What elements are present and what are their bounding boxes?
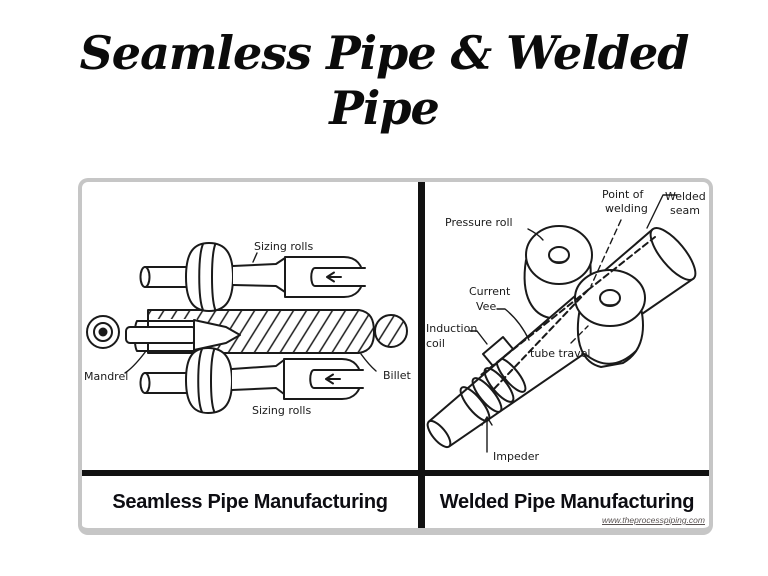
billet-cross-section <box>374 314 408 348</box>
mandrel-leader <box>124 350 147 374</box>
vertical-divider <box>418 182 425 528</box>
sizing-roll-top-assembly <box>139 242 366 312</box>
pierced-billet-cross-section <box>86 315 120 349</box>
seamless-pipe-drawing: Sizing rolls Mandrel Billet Sizing rolls <box>84 240 411 417</box>
label-sizing-rolls-bottom: Sizing rolls <box>252 404 311 417</box>
source-website: www.theprocesspiping.com <box>602 515 705 525</box>
label-welded-seam-2: seam <box>670 204 700 217</box>
mandrel-assembly <box>125 319 241 352</box>
label-induction-coil-1: Induction <box>426 322 477 335</box>
label-impeder: Impeder <box>493 450 539 463</box>
welded-pipe-drawing: Pressure roll Point of welding Welded se… <box>426 188 706 463</box>
label-induction-coil-2: coil <box>426 337 445 350</box>
label-mandrel: Mandrel <box>84 370 128 383</box>
sizing-roll-bottom-assembly <box>139 347 364 414</box>
pipe-manufacturing-figure: Sizing rolls Mandrel Billet Sizing rolls <box>78 178 713 535</box>
horizontal-divider <box>82 470 709 476</box>
seamless-pipe-diagram: Sizing rolls Mandrel Billet Sizing rolls <box>82 182 418 470</box>
label-welded-seam-1: Welded <box>665 190 706 203</box>
page-title: Seamless Pipe & Welded Pipe <box>0 26 768 136</box>
current-vee-leader <box>496 308 530 341</box>
welded-caption-cell: Welded Pipe Manufacturing www.theprocess… <box>425 476 709 528</box>
label-billet: Billet <box>383 369 411 382</box>
label-current-vee-2: Vee <box>476 300 496 313</box>
page-title-line2: Pipe <box>329 81 440 136</box>
label-sizing-rolls-top: Sizing rolls <box>254 240 313 253</box>
label-point-of-welding-1: Point of <box>602 188 645 201</box>
welded-caption: Welded Pipe Manufacturing <box>439 490 695 513</box>
pressure-roll-lower <box>574 269 646 368</box>
point-of-welding-leader <box>590 219 622 287</box>
tube-travel-leader <box>570 325 589 344</box>
seamless-caption: Seamless Pipe Manufacturing <box>112 490 388 513</box>
label-current-vee-1: Current <box>469 285 511 298</box>
seamless-caption-cell: Seamless Pipe Manufacturing <box>82 476 418 528</box>
label-pressure-roll: Pressure roll <box>445 216 513 229</box>
weld-seam-lines <box>480 236 656 391</box>
induction-coil-leader <box>469 330 488 345</box>
billet-leader <box>360 353 377 372</box>
label-point-of-welding-2: welding <box>605 202 648 215</box>
welded-pipe-diagram: Pressure roll Point of welding Welded se… <box>425 182 709 470</box>
impeder-leader <box>481 416 493 453</box>
page-title-line1: Seamless Pipe & Welded <box>79 26 690 80</box>
label-tube-travel: tube travel <box>530 347 590 360</box>
sizing-rolls-top-leader <box>252 252 258 263</box>
welded-seam-leader <box>646 194 678 229</box>
pressure-roll-leader <box>527 228 544 241</box>
